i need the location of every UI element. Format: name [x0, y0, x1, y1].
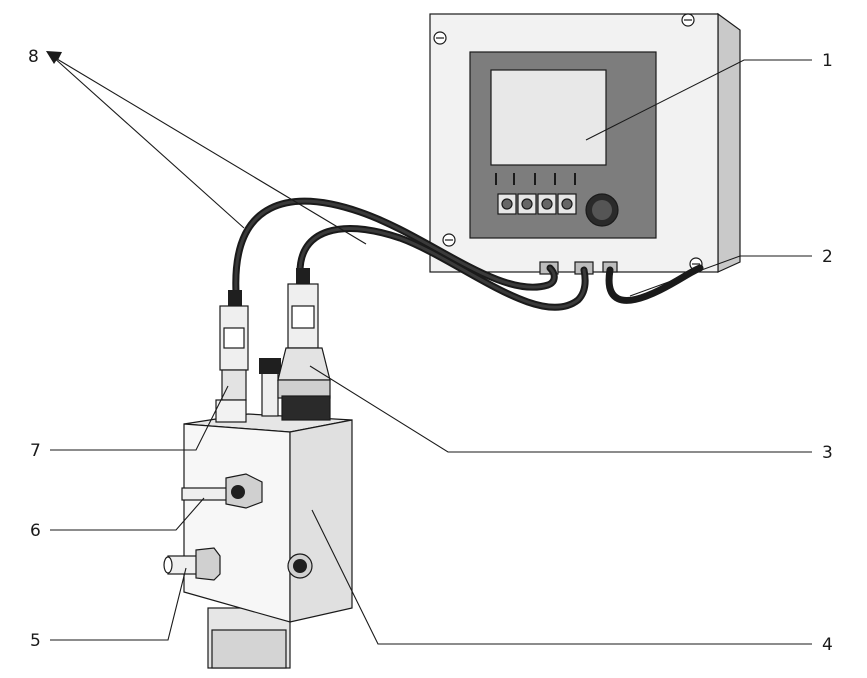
screw-icon: [442, 233, 456, 247]
softkey-button: [497, 193, 517, 215]
screw-icon: [433, 31, 447, 45]
screw-icon: [681, 13, 695, 27]
softkey-button: [557, 193, 577, 215]
callout-2: 2: [822, 247, 833, 267]
callout-1: 1: [822, 51, 833, 71]
right-sensor-connector: [277, 268, 331, 421]
outlet-fitting: [181, 473, 263, 509]
callout-6: 6: [30, 521, 41, 541]
flow-assembly-block: [163, 358, 353, 669]
display-screen: [490, 69, 607, 166]
callout-8: 8: [28, 47, 39, 67]
navigator-knob-icon: [585, 193, 619, 227]
inlet-fitting: [163, 547, 221, 581]
transmitter-housing: [429, 12, 741, 275]
callout-7: 7: [30, 441, 41, 461]
sensor-cables: [232, 197, 704, 311]
softkey-button: [537, 193, 557, 215]
callout-labels: 1 2 3 4 5 6 7 8: [28, 47, 833, 655]
callout-5: 5: [30, 631, 41, 651]
leader-lines: [46, 51, 812, 645]
drain-knob-icon: [287, 553, 313, 579]
softkey-button: [517, 193, 537, 215]
callout-4: 4: [822, 635, 833, 655]
callout-3: 3: [822, 443, 833, 463]
left-sensor-connector: [215, 290, 249, 423]
